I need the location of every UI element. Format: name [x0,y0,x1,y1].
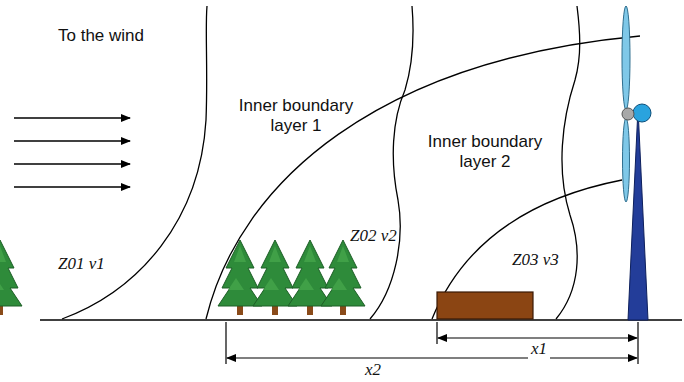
wind-arrows [14,118,130,187]
wind-turbine [622,6,651,320]
layer-label: Inner boundary layer 2 [414,132,556,173]
layer-label: Inner boundary layer 1 [225,96,367,137]
ground-line [40,319,682,321]
roughness-velocity-label: Z02 v2 [350,226,397,246]
trees [0,240,365,315]
wind-label: To the wind [58,26,144,46]
roughness-velocity-label: Z03 v3 [512,250,559,270]
roughness-velocity-label: Z01 v1 [58,254,105,274]
dimension-lines [226,322,638,364]
boundary-curves [62,6,640,319]
building [437,292,533,319]
distance-label: x2 [362,360,384,380]
distance-label: x1 [528,339,550,359]
